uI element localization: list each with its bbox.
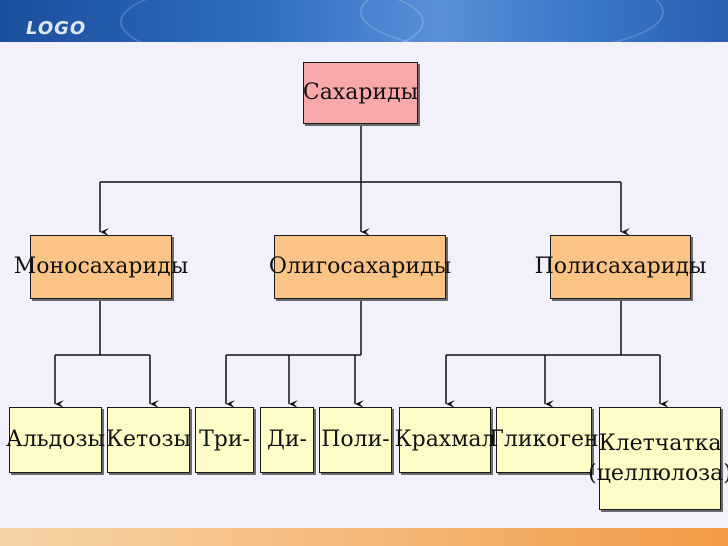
node-di: Ди-: [260, 407, 314, 473]
node-saccharides: Сахариды: [303, 62, 418, 124]
node-label: Кетозы: [106, 427, 191, 453]
node-label: Поли-: [321, 427, 390, 453]
logo: LOGO: [26, 18, 87, 39]
node-glycogen: Гликоген: [489, 407, 599, 473]
node-label: Моносахариды: [13, 254, 189, 280]
node-ketoses: Кетозы: [106, 407, 191, 473]
node-label: Гликоген: [489, 427, 599, 453]
node-cellulose: Клетчатка (целлюлоза): [588, 407, 728, 510]
node-label: Альдозы: [6, 427, 105, 453]
node-label-sub: (целлюлоза): [588, 460, 728, 486]
node-polysaccharides: Полисахариды: [535, 235, 706, 299]
header-bar: LOGO: [0, 0, 728, 42]
node-aldoses: Альдозы: [6, 407, 105, 473]
node-label: Олигосахариды: [268, 254, 452, 280]
node-label: Клетчатка: [598, 431, 722, 457]
node-label: Крахмал: [394, 427, 496, 453]
node-label: Сахариды: [302, 80, 419, 106]
node-starch: Крахмал: [395, 407, 495, 473]
node-label: Полисахариды: [534, 254, 707, 280]
node-label: Ди-: [267, 427, 307, 453]
node-oligosaccharides: Олигосахариды: [269, 235, 451, 299]
node-label: Три-: [199, 427, 250, 453]
node-poly: Поли-: [319, 407, 392, 473]
node-monosaccharides: Моносахариды: [14, 235, 188, 299]
node-tri: Три-: [195, 407, 254, 473]
footer-bar: [0, 528, 728, 546]
